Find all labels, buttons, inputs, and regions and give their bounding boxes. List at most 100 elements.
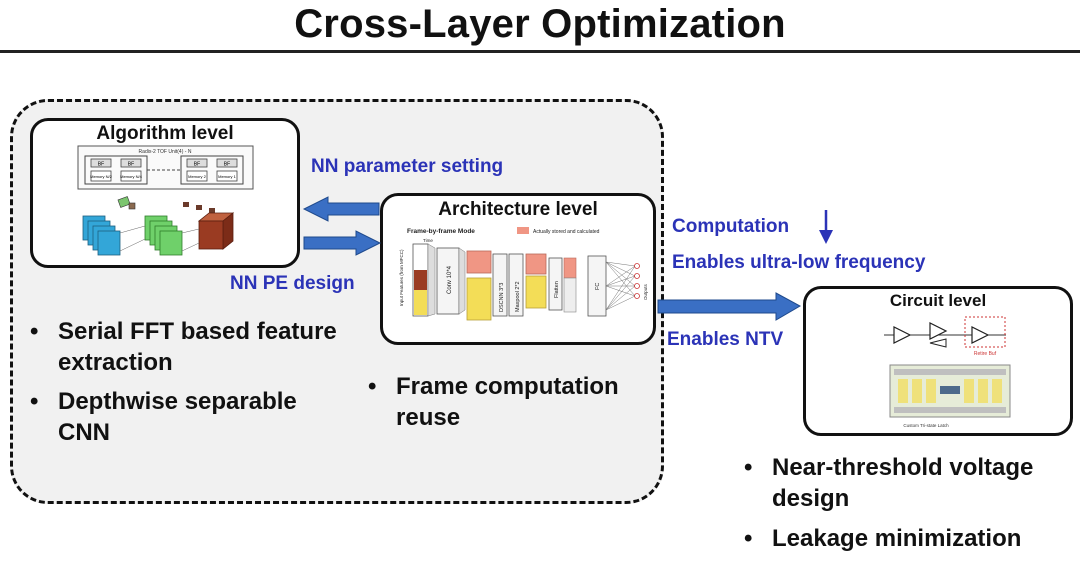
latch-circuit-diagram: Retire Buf Custom Tri-state Latch	[884, 316, 1011, 428]
nn-parameter-setting-label: NN parameter setting	[311, 156, 504, 177]
output-buffer-symbol	[971, 326, 990, 344]
kernel-block	[196, 205, 202, 210]
memory-block	[216, 170, 238, 182]
title-underline	[0, 50, 1080, 53]
computation-label: Computation	[672, 216, 790, 237]
kernel-block	[209, 208, 215, 213]
layer-label: DSCNN 3*3	[499, 283, 505, 312]
bullet-item: Depthwise separable CNN	[28, 386, 348, 448]
time-label: Time	[423, 238, 433, 243]
input-stored-block	[414, 270, 427, 290]
legend-swatch	[517, 227, 529, 234]
fft-header-text: Radix-2 TOF Unit(4) - N	[139, 149, 192, 155]
memory-block	[186, 170, 208, 182]
flatten-layer-block	[548, 257, 563, 311]
outputs-label: Outputs	[643, 283, 648, 300]
layout-gate	[940, 386, 960, 394]
circuit-level-title: Circuit level	[889, 291, 987, 310]
projection-line	[119, 225, 146, 234]
memory-label: Memory 1	[218, 174, 237, 179]
cnn-pipeline-diagram: Frame-by-frame Mode Actually stored and …	[399, 227, 648, 321]
feedback-inverter-symbol	[929, 338, 947, 348]
enables-ntv-arrow	[657, 292, 802, 321]
memory-label: Memory N/2	[90, 174, 113, 179]
bullet-item: Serial FFT based feature extraction	[28, 316, 348, 378]
kernel-block	[128, 202, 136, 210]
bf-label: BF	[224, 162, 230, 168]
buffer-symbol	[893, 326, 912, 344]
layout-rail	[894, 407, 1006, 413]
layer-connector	[458, 247, 466, 315]
layer-label: Input Features (from MFCC)	[399, 249, 404, 306]
algorithm-level-panel: Algorithm level Radix-2 TOF Unit(4) - N …	[30, 118, 300, 268]
frame-mode-label: Frame-by-frame Mode	[407, 228, 475, 235]
output-node	[634, 293, 640, 299]
fft-unit-box	[77, 145, 254, 190]
algorithm-bullets: Serial FFT based feature extraction Dept…	[28, 316, 348, 456]
projection-line	[119, 238, 146, 252]
kernel-block	[117, 196, 131, 208]
layer-label: Conv 10*4	[447, 265, 453, 294]
layer-label: Flatten	[554, 281, 560, 298]
pool-output-yellow-block	[525, 275, 547, 309]
output-node	[634, 283, 640, 289]
input-yellow-block	[414, 290, 427, 315]
conv-output-yellow-block	[466, 277, 492, 321]
ultra-low-frequency-label: Enables ultra-low frequency	[672, 252, 926, 273]
algorithm-level-title: Algorithm level	[96, 123, 234, 144]
fft-cnn-diagram: Radix-2 TOF Unit(4) - N BF BF BF BF Memo…	[77, 145, 254, 256]
kernel-block	[183, 202, 189, 207]
architecture-level-title: Architecture level	[438, 199, 598, 220]
dscnn-layer-block	[492, 253, 508, 317]
retire-buffer-highlight	[964, 316, 1006, 348]
layout-rail	[894, 369, 1006, 375]
input-feature-stack	[82, 215, 121, 256]
projection-line	[181, 228, 200, 234]
bf-label: BF	[98, 162, 104, 168]
layer-label: FC	[595, 283, 601, 290]
layer-connector	[427, 243, 436, 317]
memory-block	[120, 170, 142, 182]
latch-caption: Custom Tri-state Latch	[903, 423, 949, 428]
fc-output-connections	[605, 261, 636, 311]
arrow-group-right	[657, 292, 802, 321]
bullet-item: Frame computation reuse	[366, 371, 666, 433]
projection-line	[181, 242, 200, 252]
layer-label: Maxpool 2*2	[515, 281, 521, 312]
bullet-item: Near-threshold voltage design	[742, 452, 1080, 514]
architecture-bullets: Frame computation reuse	[366, 371, 666, 433]
architecture-level-panel: Architecture level Frame-by-frame Mode A…	[380, 193, 656, 345]
slide-title: Cross-Layer Optimization	[294, 2, 786, 46]
output-node	[634, 263, 640, 269]
memory-block	[90, 170, 112, 182]
bf-block	[120, 158, 142, 168]
bf-block	[90, 158, 112, 168]
bf-label: BF	[194, 162, 200, 168]
circuit-level-panel: Circuit level Retire Buf Custom Tri-stat…	[803, 286, 1073, 436]
output-node	[634, 273, 640, 279]
tri-state-buffer-symbol	[929, 322, 948, 340]
circuit-bullets: Near-threshold voltage design Leakage mi…	[742, 452, 1080, 563]
nn-parameter-setting-arrow	[302, 196, 380, 222]
arrow-group-left	[302, 196, 382, 256]
bullet-item: Leakage minimization	[742, 523, 1080, 554]
legend-label: Actually stored and calculated	[533, 229, 600, 235]
retire-buffer-label: Retire Buf	[974, 351, 997, 357]
bf-label: BF	[128, 162, 134, 168]
depthwise-feature-stack	[144, 215, 183, 256]
memory-label: Memory N/4	[120, 174, 143, 179]
pool-output-stored-block	[525, 253, 547, 275]
bf-block	[216, 158, 238, 168]
pointwise-output-cube	[197, 212, 235, 250]
nn-pe-design-arrow	[303, 230, 382, 256]
fft-stage-right	[180, 155, 244, 185]
enables-ntv-label: Enables NTV	[667, 329, 784, 350]
maxpool-layer-block	[508, 253, 524, 317]
arrow-down-icon	[819, 210, 833, 244]
flatten-output-block	[563, 277, 577, 313]
layout-cells	[898, 379, 1002, 403]
bf-block	[186, 158, 208, 168]
nn-pe-design-label: NN PE design	[230, 273, 355, 294]
flatten-stored-block	[563, 257, 577, 279]
conv-output-stored-block	[466, 250, 492, 274]
